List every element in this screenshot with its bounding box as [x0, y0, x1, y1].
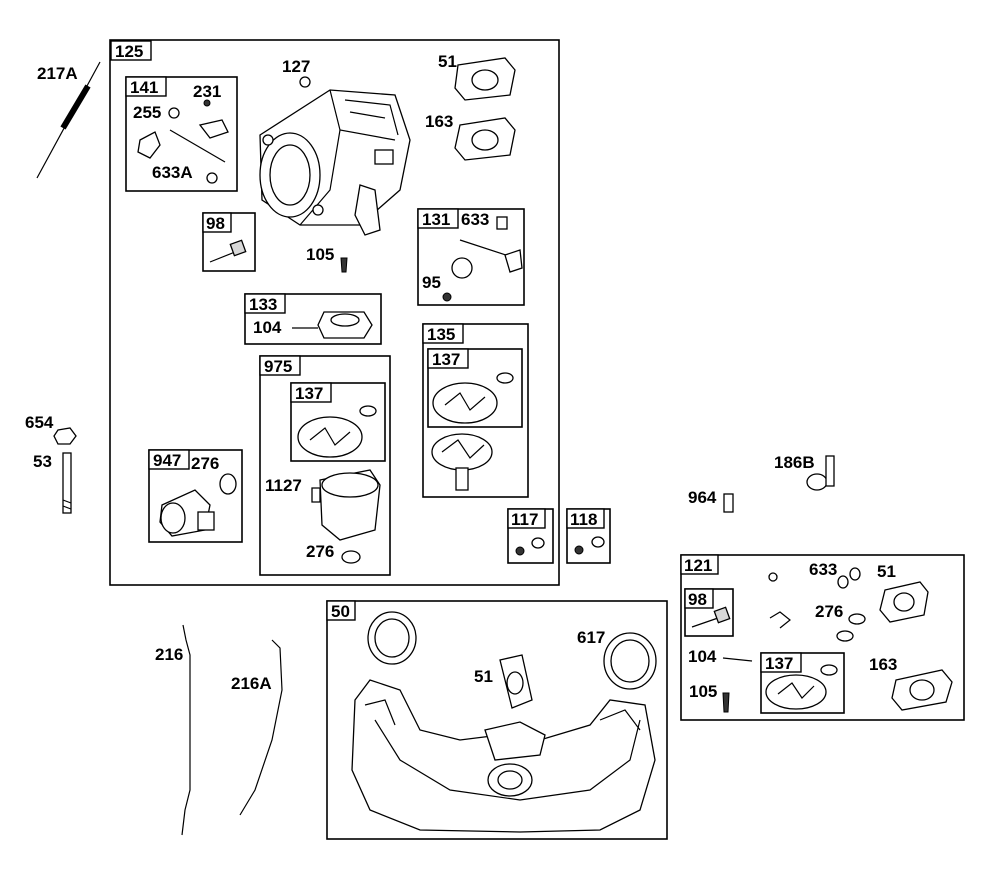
group-117: 117	[507, 508, 554, 564]
group-133: 133 104	[244, 293, 382, 345]
label-105-upper: 105	[306, 245, 334, 264]
label-163-121: 163	[869, 655, 897, 674]
label-137-135: 137	[432, 350, 460, 369]
label-121: 121	[684, 556, 712, 575]
label-104-121: 104	[688, 647, 717, 666]
label-135: 135	[427, 325, 455, 344]
label-633-121: 633	[809, 560, 837, 579]
group-975: 975 137 1127 276	[259, 355, 391, 576]
label-51-50: 51	[474, 667, 493, 686]
part-964: 964	[688, 488, 734, 513]
label-133: 133	[249, 295, 277, 314]
part-216: 216	[155, 624, 191, 836]
label-255: 255	[133, 103, 161, 122]
label-53: 53	[33, 452, 52, 471]
group-118: 118	[566, 508, 611, 564]
label-276-947: 276	[191, 454, 219, 473]
label-50: 50	[331, 602, 350, 621]
label-131: 131	[422, 210, 450, 229]
group-135: 135 137	[422, 323, 529, 498]
group-131: 131 633 95	[417, 208, 525, 306]
label-118: 118	[570, 510, 597, 529]
part-186b: 186B	[774, 453, 835, 491]
label-137-975: 137	[295, 384, 323, 403]
label-186b: 186B	[774, 453, 815, 472]
label-127: 127	[282, 57, 310, 76]
label-217a: 217A	[37, 64, 78, 83]
label-125: 125	[115, 42, 143, 61]
part-105-jet	[340, 257, 348, 273]
label-276-975: 276	[306, 542, 334, 561]
label-654: 654	[25, 413, 54, 432]
label-231: 231	[193, 82, 221, 101]
label-163-top: 163	[425, 112, 453, 131]
group-125: 125 127 51 163 141 23	[109, 39, 560, 586]
carburetor-body	[259, 89, 411, 236]
label-975: 975	[264, 357, 292, 376]
group-50: 50 617 51	[326, 600, 668, 840]
part-654-53: 654 53	[25, 413, 77, 514]
label-104-133: 104	[253, 318, 282, 337]
group-98-upper: 98	[202, 212, 256, 272]
label-95: 95	[422, 273, 441, 292]
label-276-121: 276	[815, 602, 843, 621]
group-947: 947 276	[148, 449, 243, 543]
group-121: 121 633 51 98 276 104 137 163 105	[680, 554, 965, 721]
label-617: 617	[577, 628, 605, 647]
label-98-upper: 98	[206, 214, 225, 233]
label-105-121: 105	[689, 682, 717, 701]
part-127-ring	[299, 76, 311, 88]
label-633-131: 633	[461, 210, 489, 229]
part-216a: 216A	[231, 639, 283, 816]
label-141: 141	[130, 78, 158, 97]
label-51-top: 51	[438, 52, 457, 71]
label-51-121: 51	[877, 562, 896, 581]
label-216a: 216A	[231, 674, 272, 693]
label-1127: 1127	[265, 476, 302, 495]
label-964: 964	[688, 488, 717, 507]
label-633a: 633A	[152, 163, 193, 182]
part-217a: 217A	[36, 61, 101, 179]
label-117: 117	[511, 510, 538, 529]
label-137-121: 137	[765, 654, 793, 673]
group-141: 141 231 255 633A	[125, 76, 238, 192]
label-98-121: 98	[688, 590, 707, 609]
label-947: 947	[153, 451, 181, 470]
label-216: 216	[155, 645, 183, 664]
